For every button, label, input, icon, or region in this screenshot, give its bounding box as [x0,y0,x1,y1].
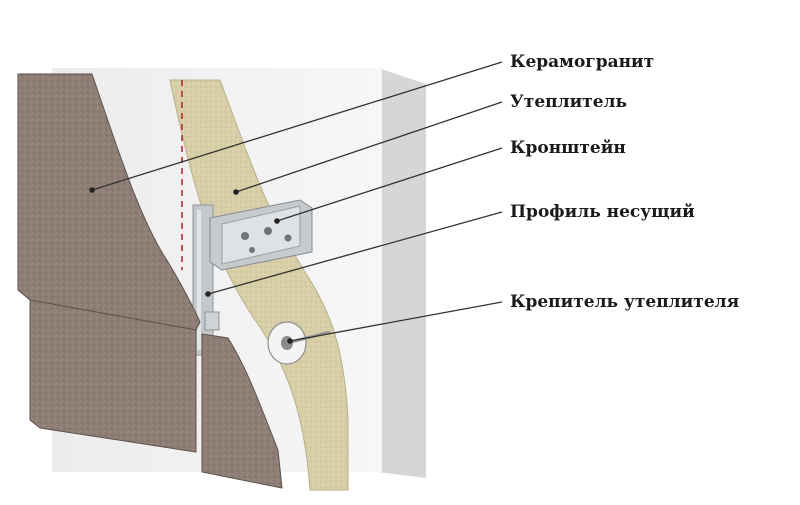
tile-lower-left [29,299,197,453]
label-insulation: Утеплитель [510,92,628,112]
leader-ceramic [91,61,503,191]
leader-lines [89,61,503,344]
label-bracket: Кронштейн [510,138,626,158]
wall-side [378,68,426,478]
leader-profile [207,211,503,295]
leader-insulation [235,101,503,193]
label-anchor: Крепитель утеплителя [510,292,740,312]
label-profile: Профиль несущий [510,202,695,222]
leader-bracket [276,147,503,222]
label-ceramic: Керамогранит [510,52,655,72]
tile-upper [17,73,201,331]
ceramic-tiles [17,73,283,489]
tile-lower-right [201,333,283,489]
leader-anchor [289,301,503,342]
